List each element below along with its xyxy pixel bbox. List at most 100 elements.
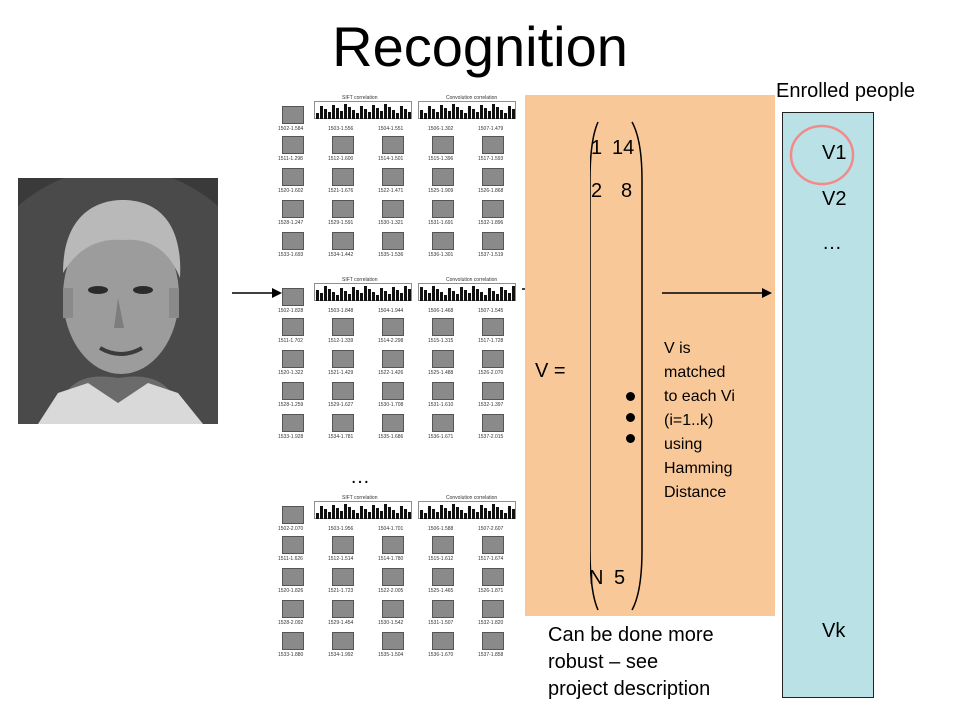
mini-bar [404, 286, 407, 301]
feature-patch-label: 1521-1.429 [328, 370, 354, 376]
feature-patch-label: 1517-1.593 [478, 156, 504, 162]
vector-dot-3 [626, 434, 635, 443]
feature-patch-label: 1533-1.928 [278, 434, 304, 440]
feature-patch-thumbnail [332, 232, 354, 250]
feature-patch-label: 1512-1.339 [328, 338, 354, 344]
feature-patch-label: 1530-1.542 [378, 620, 404, 626]
arrow-vector-to-enrolled [662, 288, 772, 298]
mini-bar [372, 105, 375, 119]
feature-patch-label: 1502-2.070 [278, 526, 304, 532]
feature-patch-label: 1503-1.556 [328, 126, 354, 132]
mini-bar [472, 286, 475, 301]
feature-patch-thumbnail [332, 600, 354, 618]
enrolled-entry-vk: Vk [822, 620, 846, 642]
feature-patch-thumbnail [432, 632, 454, 650]
feature-patch-label: 1507-2.607 [478, 526, 504, 532]
feature-patch-label: 1533-1.880 [278, 652, 304, 658]
feature-patch-label: 1507-1.545 [478, 308, 504, 314]
feature-patch-thumbnail [282, 136, 304, 154]
feature-patch-label: 1503-1.956 [328, 526, 354, 532]
feature-patch-label: 1514-2.298 [378, 338, 404, 344]
feature-patch-label: 1535-1.536 [378, 252, 404, 258]
mini-chart-title: Convolution correlation [446, 95, 498, 101]
sift-correlation-chart: SIFT correlation [314, 277, 412, 304]
feature-patch-thumbnail [282, 168, 304, 186]
feature-patch-thumbnail [482, 136, 504, 154]
feature-patch-thumbnail [482, 600, 504, 618]
feature-patch-label: 1531-1.610 [428, 402, 454, 408]
feature-patch-label: 1529-1.591 [328, 220, 354, 226]
feature-patch-label: 1512-1.600 [328, 156, 354, 162]
feature-patch-thumbnail [382, 318, 404, 336]
mini-bar [512, 509, 515, 519]
feature-patch-label: 1528-1.259 [278, 402, 304, 408]
feature-patch-label: 1517-1.728 [478, 338, 504, 344]
mini-bar [468, 106, 471, 119]
mini-bar [352, 110, 355, 119]
feature-patch-label: 1514-1.780 [378, 556, 404, 562]
enrolled-entry-v2: V2 [822, 188, 847, 210]
feature-patch-thumbnail [332, 536, 354, 554]
mini-bar [448, 111, 451, 119]
vector-row-1-value: 14 [612, 137, 635, 159]
robustness-note: Can be done more robust – see project de… [548, 624, 714, 700]
feature-patch-label: 1504-1.551 [378, 126, 404, 132]
mini-bar [332, 105, 335, 119]
feature-patch-thumbnail [382, 414, 404, 432]
mini-bar [368, 112, 371, 119]
feature-patch-thumbnail [482, 632, 504, 650]
mini-bar [316, 290, 319, 301]
mini-bar [376, 508, 379, 519]
mini-bar [356, 290, 359, 301]
mini-bar [484, 508, 487, 519]
mini-bar [364, 109, 367, 119]
mini-bar [448, 288, 451, 301]
mini-bar [336, 508, 339, 519]
feature-patch-label: 1530-1.708 [378, 402, 404, 408]
mini-bar [316, 513, 319, 519]
mini-bar [356, 113, 359, 119]
mini-bar [464, 290, 467, 301]
feature-patch-label: 1512-1.514 [328, 556, 354, 562]
feature-patch-thumbnail [282, 106, 304, 124]
feature-patch-label: 1531-1.507 [428, 620, 454, 626]
mini-bar [328, 512, 331, 519]
feature-patch-thumbnail [382, 232, 404, 250]
feature-patch-thumbnail [482, 232, 504, 250]
feature-patch-label: 1530-1.321 [378, 220, 404, 226]
feature-patch-label: 1529-1.627 [328, 402, 354, 408]
mini-bar [436, 512, 439, 519]
feature-patch-thumbnail [382, 350, 404, 368]
feature-patch-thumbnail [432, 232, 454, 250]
feature-patch-thumbnail [382, 536, 404, 554]
feature-patch-thumbnail [282, 632, 304, 650]
vector-row-2-index: 2 [591, 180, 603, 202]
feature-patch-thumbnail [282, 232, 304, 250]
mini-bar [360, 106, 363, 119]
feature-patch-label: 1503-1.848 [328, 308, 354, 314]
feature-patch-thumbnail [382, 168, 404, 186]
mini-bar [464, 513, 467, 519]
mini-bar [448, 511, 451, 519]
mini-bar [492, 291, 495, 301]
feature-patch-thumbnail [482, 318, 504, 336]
mini-bar [440, 292, 443, 301]
mini-bar [452, 104, 455, 119]
mini-bar [424, 113, 427, 119]
mini-bar [444, 108, 447, 119]
mini-chart-bars [314, 501, 412, 519]
mini-bar [468, 506, 471, 519]
mini-bar [424, 513, 427, 519]
mini-bar [452, 291, 455, 301]
mini-chart-bars [418, 101, 516, 119]
match-note: V is matched to each Vi (i=1..k) using H… [664, 340, 735, 501]
enrolled-panel [782, 112, 874, 698]
mini-bar [500, 287, 503, 301]
feature-patch-label: 1504-1.944 [378, 308, 404, 314]
feature-patch-thumbnail [432, 382, 454, 400]
mini-bar [444, 508, 447, 519]
mini-bar [340, 511, 343, 519]
feature-patch-label: 1537-1.519 [478, 252, 504, 258]
mini-bar [476, 289, 479, 301]
